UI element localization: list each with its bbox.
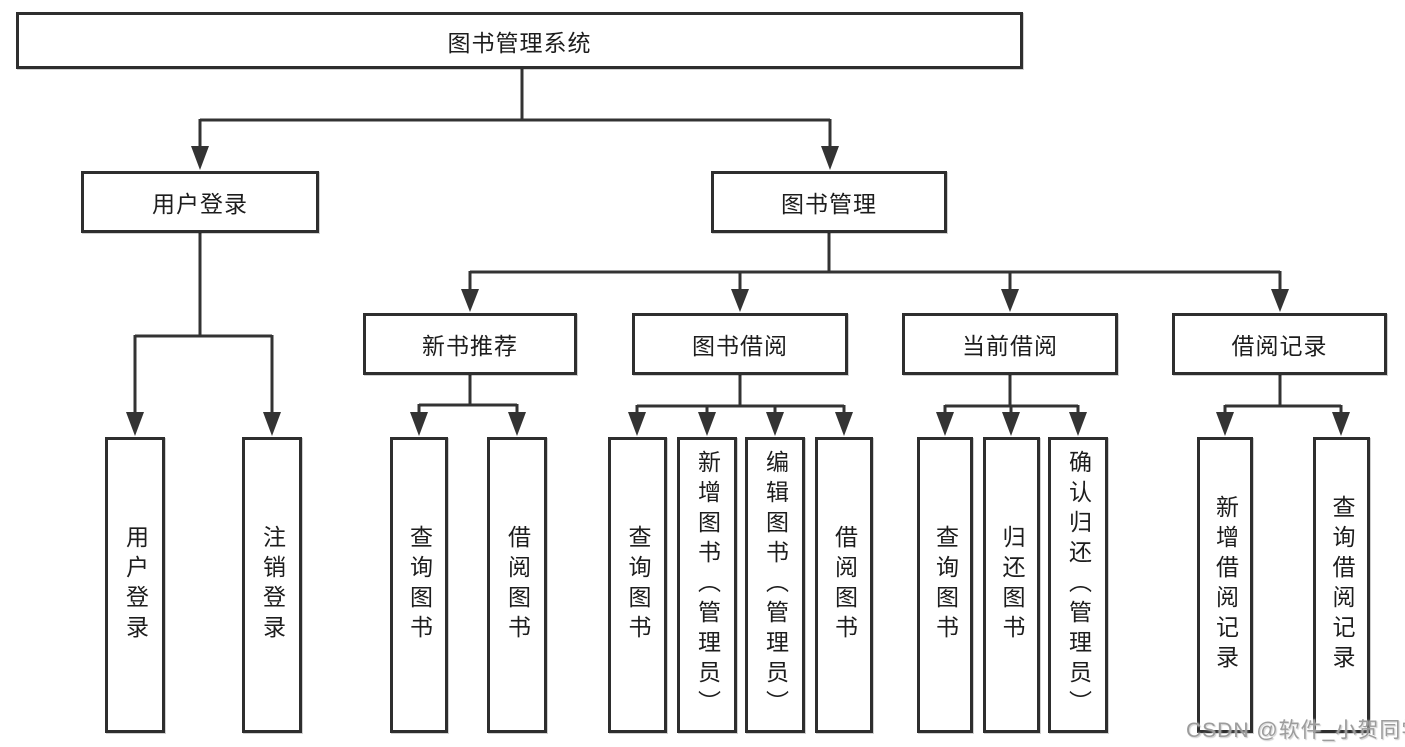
node-borrow-records: 借阅记录 <box>1172 313 1387 375</box>
leaf-cb-return-books: 归还图书 <box>983 437 1040 733</box>
arrow-down-icon <box>1069 412 1087 436</box>
connector-current-borrow-subtree <box>943 375 1080 414</box>
leaf-logout: 注销登录 <box>242 437 302 733</box>
arrows-current-borrow <box>936 412 1087 436</box>
leaf-label: 查询图书 <box>625 525 651 645</box>
leaf-bb-edit-books-admin: 编辑图书（管理员） <box>745 437 805 733</box>
node-book-borrow: 图书借阅 <box>632 313 848 375</box>
leaf-rec-query-books: 查询图书 <box>390 437 448 733</box>
leaf-bb-query-books: 查询图书 <box>608 437 667 733</box>
connector-root-to-level2 <box>198 68 832 150</box>
arrow-down-icon <box>731 289 749 312</box>
arrows-borrow-records <box>1216 412 1350 436</box>
arrow-down-icon <box>821 146 839 170</box>
leaf-label: 归还图书 <box>999 525 1025 645</box>
leaf-rec-borrow-books: 借阅图书 <box>487 437 547 733</box>
leaf-bb-add-books-admin: 新增图书（管理员） <box>677 437 737 733</box>
leaf-label: 新增图书（管理员） <box>694 450 721 720</box>
arrow-down-icon <box>766 412 784 436</box>
arrow-down-icon <box>263 412 281 436</box>
arrow-down-icon <box>628 412 646 436</box>
leaf-label: 借阅图书 <box>831 525 858 645</box>
leaf-cb-query-books: 查询图书 <box>917 437 973 733</box>
connector-new-rec-subtree <box>417 375 519 414</box>
arrow-down-icon <box>1271 289 1289 312</box>
node-new-book-recommend: 新书推荐 <box>363 313 577 375</box>
leaf-label: 查询图书 <box>406 525 433 645</box>
leaf-br-add-borrow-record: 新增借阅记录 <box>1197 437 1253 733</box>
leaf-user-login: 用户登录 <box>105 437 165 733</box>
leaf-br-query-borrow-record: 查询借阅记录 <box>1313 437 1370 733</box>
arrow-down-icon <box>1332 412 1350 436</box>
arrow-down-icon <box>1216 412 1234 436</box>
arrow-down-icon <box>698 412 716 436</box>
arrow-down-icon <box>461 289 479 312</box>
arrows-level3 <box>461 289 1289 312</box>
arrow-down-icon <box>835 412 853 436</box>
connector-user-login-subtree <box>133 233 274 414</box>
node-root-system: 图书管理系统 <box>16 12 1023 69</box>
leaf-label: 编辑图书（管理员） <box>762 450 789 720</box>
arrow-down-icon <box>508 412 526 436</box>
leaf-label: 新增借阅记录 <box>1212 495 1239 675</box>
leaf-label: 用户登录 <box>122 525 149 645</box>
arrow-down-icon <box>191 146 209 170</box>
arrow-down-icon <box>1001 289 1019 312</box>
leaf-label: 借阅图书 <box>504 525 531 645</box>
node-book-management: 图书管理 <box>711 171 947 233</box>
leaf-bb-borrow-books: 借阅图书 <box>815 437 873 733</box>
node-current-borrow: 当前借阅 <box>902 313 1118 375</box>
connector-borrow-records-subtree <box>1223 375 1343 414</box>
leaf-label: 确认归还（管理员） <box>1065 450 1092 720</box>
leaf-label: 查询图书 <box>932 525 959 645</box>
arrows-new-rec <box>410 412 526 436</box>
connector-book-borrow-subtree <box>635 375 846 414</box>
connector-book-mgmt-to-level3 <box>468 233 1282 292</box>
arrow-down-icon <box>410 412 428 436</box>
csdn-watermark: CSDN @软件_小贺同学 <box>1186 719 1405 742</box>
arrows-user-login <box>126 412 281 436</box>
arrow-down-icon <box>126 412 144 436</box>
leaf-cb-confirm-return-admin: 确认归还（管理员） <box>1048 437 1108 733</box>
node-user-login: 用户登录 <box>81 171 319 233</box>
leaf-label: 查询借阅记录 <box>1329 495 1355 675</box>
arrows-level2 <box>191 146 839 170</box>
arrows-book-borrow <box>628 412 853 436</box>
arrow-down-icon <box>1002 412 1020 436</box>
arrow-down-icon <box>936 412 954 436</box>
leaf-label: 注销登录 <box>259 525 286 645</box>
